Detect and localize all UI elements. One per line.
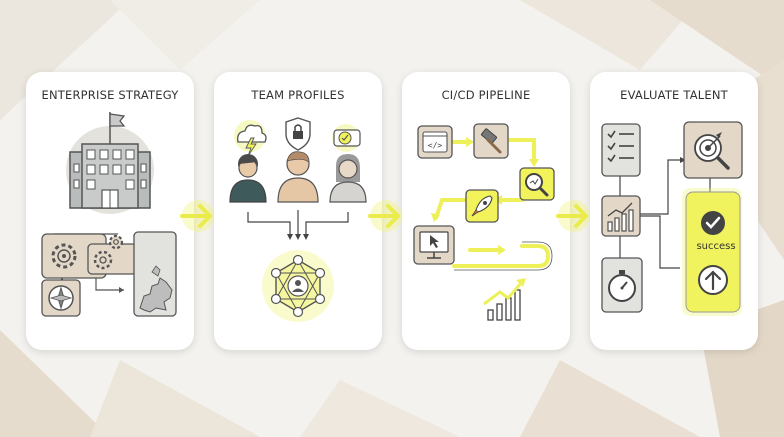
checklist-icon (601, 123, 641, 177)
success-column (682, 188, 742, 316)
target-magnifier-icon (683, 121, 743, 179)
evaluate-talent-illustration (601, 121, 743, 316)
bar-chart-icon (601, 195, 641, 237)
cicd-pipeline-illustration: </> (413, 123, 555, 321)
office-building-icon (66, 112, 154, 214)
panel-title: TEAM PROFILES (251, 88, 345, 102)
flow-arrow-icon (368, 200, 402, 232)
person-1-avatar (229, 154, 267, 203)
panel-team-profiles: TEAM PROFILES (214, 72, 382, 350)
monitor-cursor-icon (413, 225, 455, 265)
growth-chart-icon (483, 278, 526, 321)
person-2-avatar (277, 151, 319, 203)
cloud-lightning-icon (234, 120, 267, 157)
svg-text:</>: </> (428, 141, 443, 150)
shield-lock-icon (285, 117, 311, 151)
compass-icon (41, 279, 81, 317)
enterprise-strategy-illustration (41, 112, 177, 317)
gears-tile-icon (87, 234, 137, 275)
panel-title: ENTERPRISE STRATEGY (41, 88, 179, 102)
flow-arrow-icon (180, 200, 214, 232)
team-profiles-illustration (229, 117, 367, 322)
deploy-rocket-icon (465, 189, 499, 223)
panel-enterprise-strategy: ENTERPRISE STRATEGY (26, 72, 194, 350)
inspect-magnifier-icon (519, 167, 555, 201)
certificate-icon (332, 124, 361, 152)
success-label: success (696, 241, 736, 252)
build-hammer-icon (473, 123, 509, 159)
success-check-icon (701, 211, 725, 235)
network-hub-icon (262, 250, 334, 322)
code-editor-icon: </> (417, 125, 453, 159)
europe-map-icon (133, 231, 177, 317)
panel-cicd-pipeline: </> (402, 72, 570, 350)
stopwatch-icon (601, 257, 643, 313)
panel-evaluate-talent: EVALUATE TALENT success (590, 72, 758, 350)
up-arrow-icon (698, 265, 728, 295)
person-3-avatar (329, 154, 367, 203)
panel-title: EVALUATE TALENT (620, 88, 728, 102)
panel-title: CI/CD PIPELINE (441, 88, 531, 102)
flow-arrow-icon (556, 200, 590, 232)
